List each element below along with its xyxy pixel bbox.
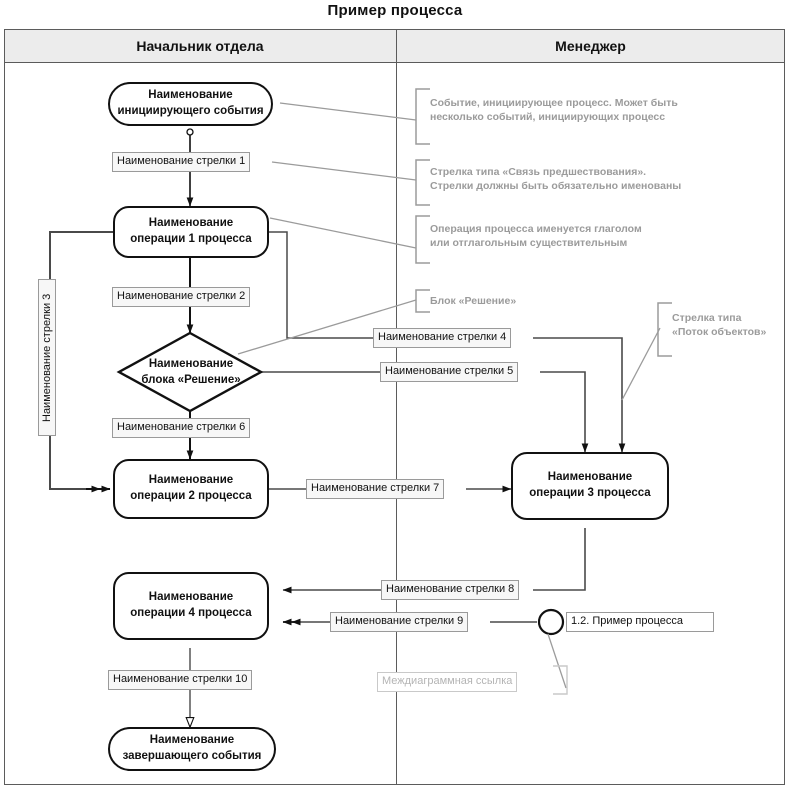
- note-interdiagram-reference: Междиаграммная ссылка: [377, 672, 518, 692]
- lane-divider: [396, 29, 397, 785]
- lane-title-menedzher: Менеджер: [555, 38, 626, 54]
- arrow-label-1[interactable]: Наименование стрелки 1: [112, 152, 251, 172]
- note-initiating-event: Событие, инициирующее процесс. Может быт…: [430, 97, 678, 124]
- arrow-label-3[interactable]: Наименование стрелки 3: [38, 279, 56, 436]
- note-precedence-arrow: Стрелка типа «Связь предшествования».Стр…: [430, 166, 682, 193]
- page-title: Пример процесса: [327, 2, 463, 19]
- lane-header-band: [4, 29, 785, 63]
- arrow-label-2[interactable]: Наименование стрелки 2: [112, 287, 251, 307]
- arrow-label-6[interactable]: Наименование стрелки 6: [112, 418, 251, 438]
- arrow-label-9[interactable]: Наименование стрелки 9: [330, 612, 469, 632]
- lane-title-nachalnik-otdela: Начальник отдела: [136, 38, 264, 54]
- note-decision-block: Блок «Решение»: [430, 295, 517, 307]
- arrow-label-10[interactable]: Наименование стрелки 10: [108, 670, 253, 690]
- arrow-label-8[interactable]: Наименование стрелки 8: [381, 580, 520, 600]
- arrow-label-4[interactable]: Наименование стрелки 4: [373, 328, 512, 348]
- offpage-reference-label[interactable]: 1.2. Пример процесса: [566, 612, 714, 632]
- arrow-label-5[interactable]: Наименование стрелки 5: [380, 362, 519, 382]
- note-object-flow: Стрелка типа«Поток объектов»: [672, 312, 767, 339]
- arrow-label-7[interactable]: Наименование стрелки 7: [306, 479, 445, 499]
